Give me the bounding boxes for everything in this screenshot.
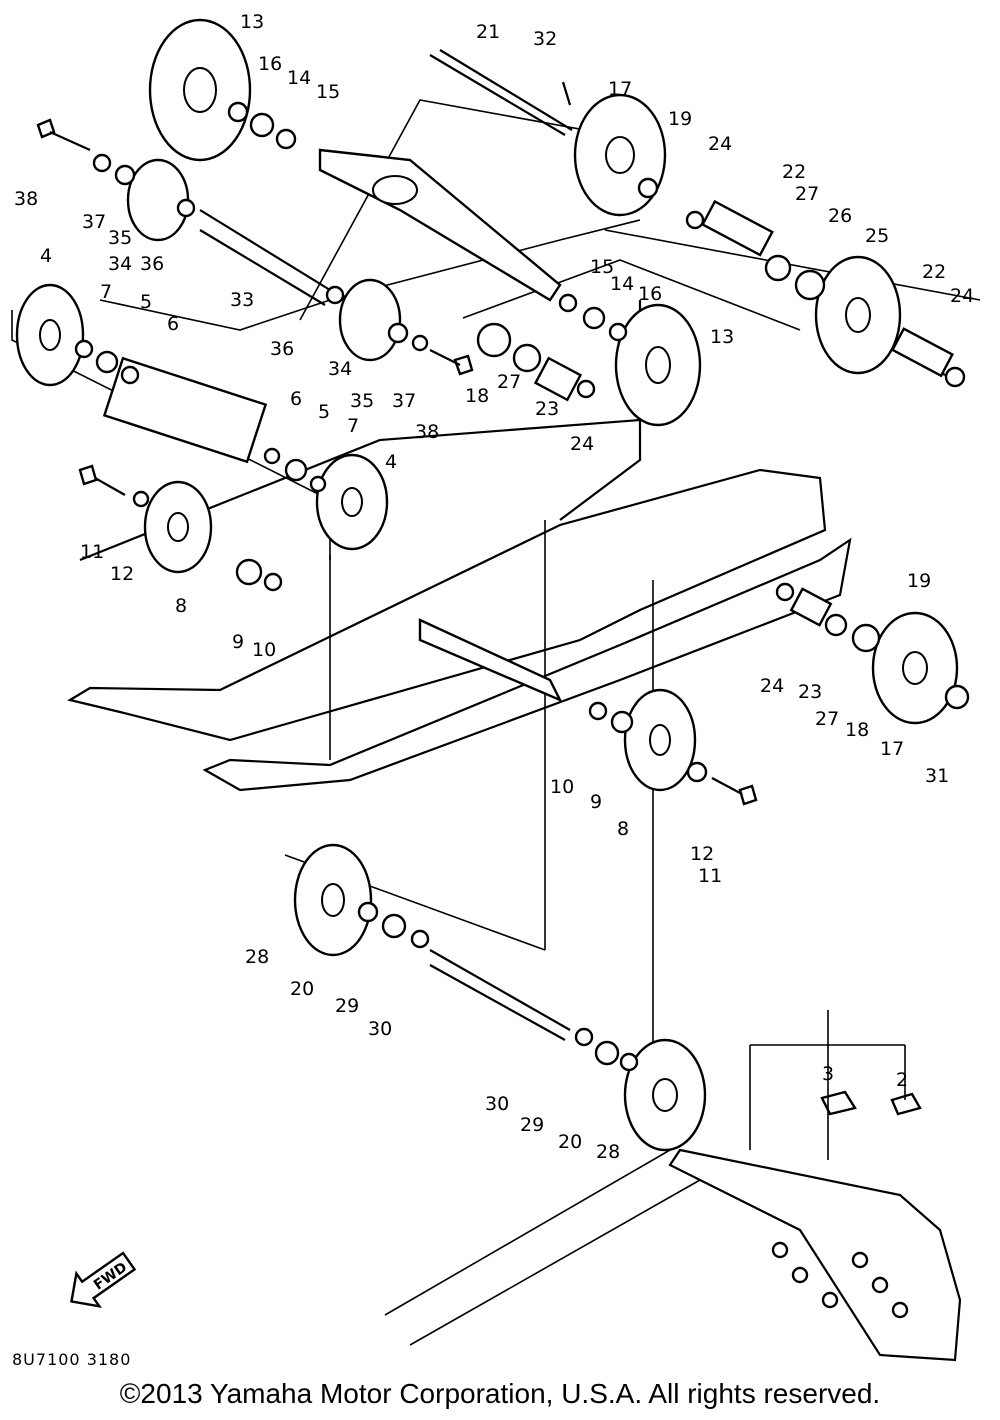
callout-35: 35 xyxy=(108,227,132,249)
wheel-17-right xyxy=(871,611,959,725)
callout-18: 18 xyxy=(465,385,489,407)
callout-7: 7 xyxy=(100,281,112,303)
callout-37: 37 xyxy=(392,390,416,412)
bolts xyxy=(36,81,758,806)
callout-14: 14 xyxy=(287,67,311,89)
wheel-8-left xyxy=(143,480,213,574)
drive-track xyxy=(384,1010,962,1362)
callout-20: 20 xyxy=(290,978,314,1000)
callout-16: 16 xyxy=(258,53,282,75)
callout-9: 9 xyxy=(232,631,244,653)
callout-22: 22 xyxy=(922,261,946,283)
callout-34: 34 xyxy=(108,253,132,275)
wheel-28-right xyxy=(623,1038,707,1152)
callout-24: 24 xyxy=(570,433,594,455)
callout-32: 32 xyxy=(533,28,557,50)
callout-23: 23 xyxy=(798,681,822,703)
callout-15: 15 xyxy=(316,81,340,103)
wheel-8-right xyxy=(623,688,697,792)
callout-6: 6 xyxy=(167,313,179,335)
callout-13: 13 xyxy=(240,11,264,33)
callout-27: 27 xyxy=(497,371,521,393)
callout-20: 20 xyxy=(558,1131,582,1153)
callout-28: 28 xyxy=(596,1141,620,1163)
fwd-arrow: FWD xyxy=(70,1251,137,1308)
callout-19: 19 xyxy=(907,570,931,592)
callout-6: 6 xyxy=(290,388,302,410)
callout-26: 26 xyxy=(828,205,852,227)
wheel-4-mid xyxy=(315,453,389,551)
callout-30: 30 xyxy=(368,1018,392,1040)
callout-11: 11 xyxy=(80,541,104,563)
callout-5: 5 xyxy=(318,401,330,423)
front-axle-housing xyxy=(102,148,563,703)
bearings-and-spacers xyxy=(74,101,970,1072)
wheel-25 xyxy=(814,255,902,375)
callout-36: 36 xyxy=(270,338,294,360)
callout-29: 29 xyxy=(520,1114,544,1136)
callout-24: 24 xyxy=(950,285,974,307)
wheel-13-mid xyxy=(614,303,702,427)
callout-18: 18 xyxy=(845,719,869,741)
callout-4: 4 xyxy=(40,245,52,267)
callout-16: 16 xyxy=(638,283,662,305)
callout-27: 27 xyxy=(795,183,819,205)
callout-17: 17 xyxy=(880,738,904,760)
callout-4: 4 xyxy=(385,451,397,473)
callout-36: 36 xyxy=(140,253,164,275)
callout-27: 27 xyxy=(815,708,839,730)
callout-3: 3 xyxy=(822,1063,834,1085)
callout-22: 22 xyxy=(782,161,806,183)
callout-7: 7 xyxy=(347,415,359,437)
wheel-13-top xyxy=(148,18,252,162)
callout-8: 8 xyxy=(175,595,187,617)
callout-19: 19 xyxy=(668,108,692,130)
wheel-4-left xyxy=(15,283,85,387)
callout-31: 31 xyxy=(925,765,949,787)
part-code: 8U7100 3180 xyxy=(12,1350,132,1369)
callout-35: 35 xyxy=(350,390,374,412)
callout-11: 11 xyxy=(698,865,722,887)
callout-2: 2 xyxy=(896,1069,908,1091)
wheel-34-left xyxy=(126,158,190,242)
callout-5: 5 xyxy=(140,291,152,313)
callout-13: 13 xyxy=(710,326,734,348)
callout-21: 21 xyxy=(476,21,500,43)
callout-24: 24 xyxy=(708,133,732,155)
callout-29: 29 xyxy=(335,995,359,1017)
wheel-28-left xyxy=(293,843,373,957)
callout-30: 30 xyxy=(485,1093,509,1115)
callout-8: 8 xyxy=(617,818,629,840)
callout-25: 25 xyxy=(865,225,889,247)
callout-14: 14 xyxy=(610,273,634,295)
callout-9: 9 xyxy=(590,791,602,813)
callout-12: 12 xyxy=(690,843,714,865)
copyright-notice: ©2013 Yamaha Motor Corporation, U.S.A. A… xyxy=(119,1378,881,1409)
callout-12: 12 xyxy=(110,563,134,585)
callout-34: 34 xyxy=(328,358,352,380)
callout-17: 17 xyxy=(608,78,632,100)
callout-33: 33 xyxy=(230,289,254,311)
callout-38: 38 xyxy=(14,188,38,210)
wheel-34-right xyxy=(338,278,402,362)
callout-23: 23 xyxy=(535,398,559,420)
callout-10: 10 xyxy=(550,776,574,798)
callout-24: 24 xyxy=(760,675,784,697)
callout-37: 37 xyxy=(82,211,106,233)
callout-10: 10 xyxy=(252,639,276,661)
callout-38: 38 xyxy=(415,421,439,443)
callout-28: 28 xyxy=(245,946,269,968)
callout-15: 15 xyxy=(590,256,614,278)
